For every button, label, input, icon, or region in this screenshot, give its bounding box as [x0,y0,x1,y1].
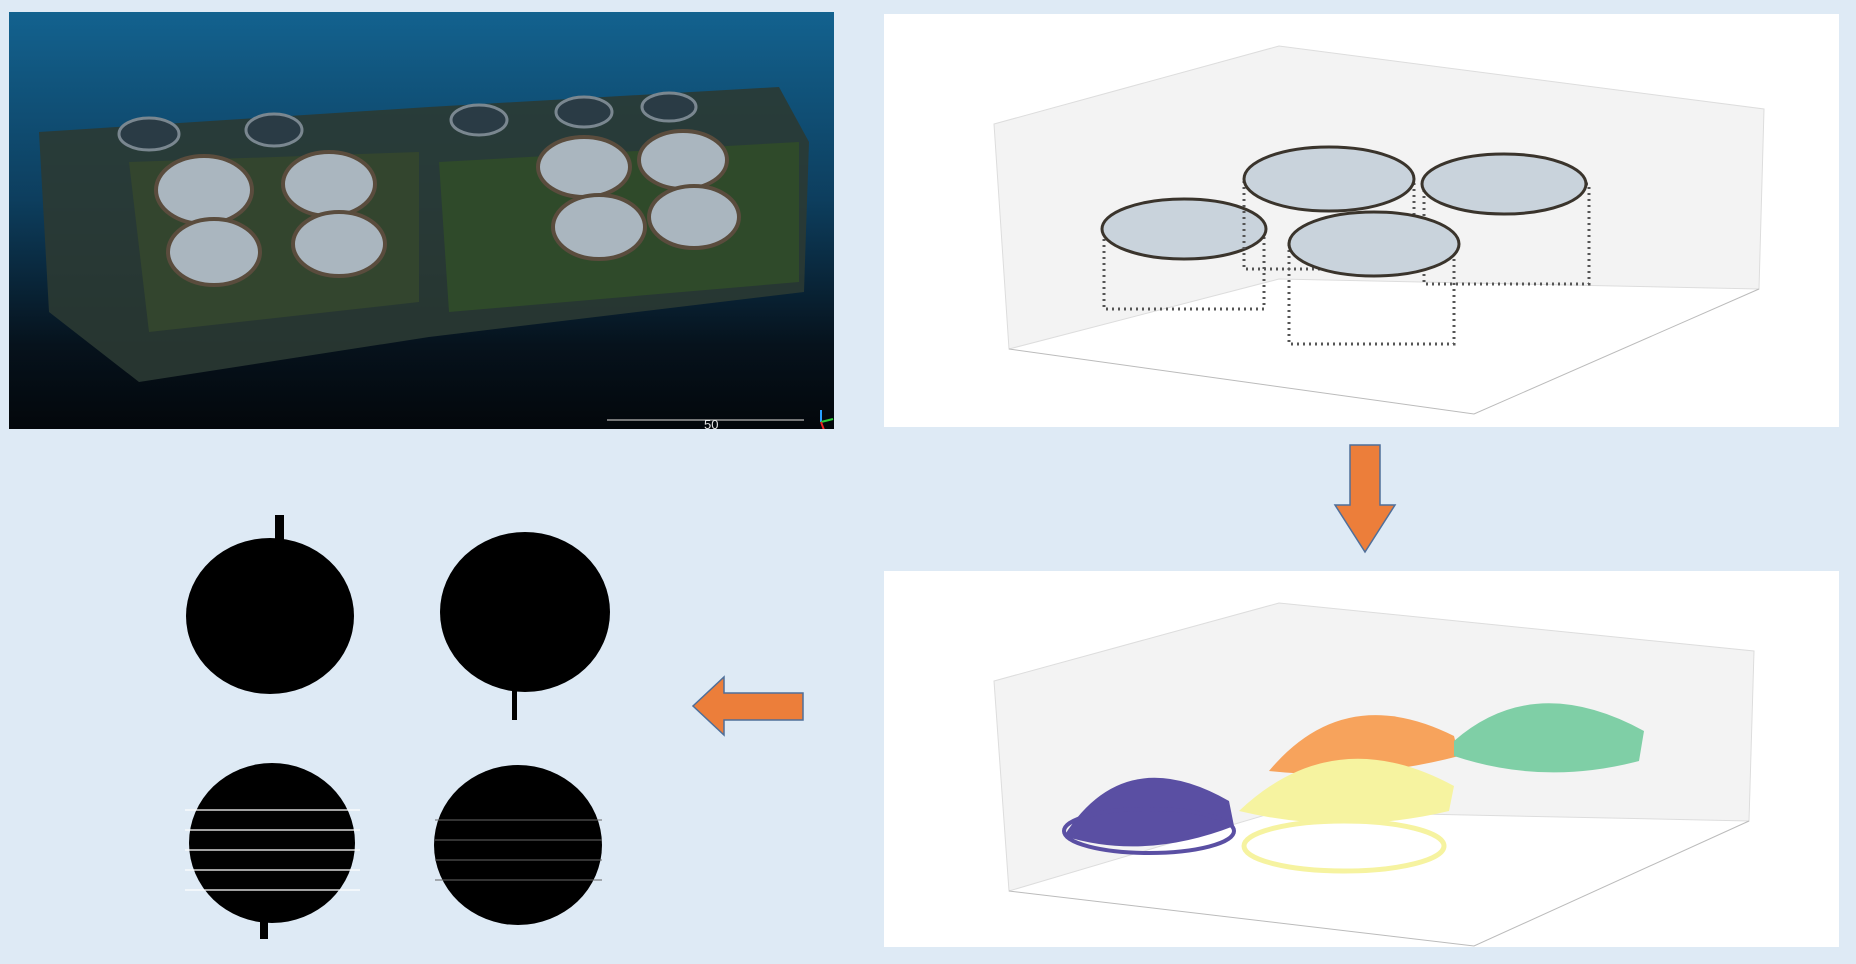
binary-masks [185,515,610,939]
cluster-yellow [1239,758,1454,824]
cluster-orange [1269,715,1459,774]
clustered-3d-scatter-plot [884,571,1839,947]
plot-floor [1008,820,1750,947]
tank-point-clouds [1100,145,1591,346]
mask-bottom-right [434,765,602,925]
cluster-green [1454,703,1644,773]
down-arrow [1333,444,1397,554]
aerial-point-cloud-view: 50 [9,12,834,432]
small-tanks [117,91,698,152]
mask-bottom-left [185,763,360,939]
cluster-purple-base [1062,807,1236,855]
mask-top-left [186,515,354,694]
tanks [154,129,741,287]
cluster-purple [1064,777,1234,847]
plot-floor [1008,288,1760,415]
raw-3d-scatter-plot [884,14,1839,427]
left-arrow [691,675,804,737]
mask-top-right [440,532,610,720]
cluster-yellow-base [1241,818,1447,874]
axis-triad-icon [820,410,834,429]
scale-bar-label: 50 [704,417,719,432]
